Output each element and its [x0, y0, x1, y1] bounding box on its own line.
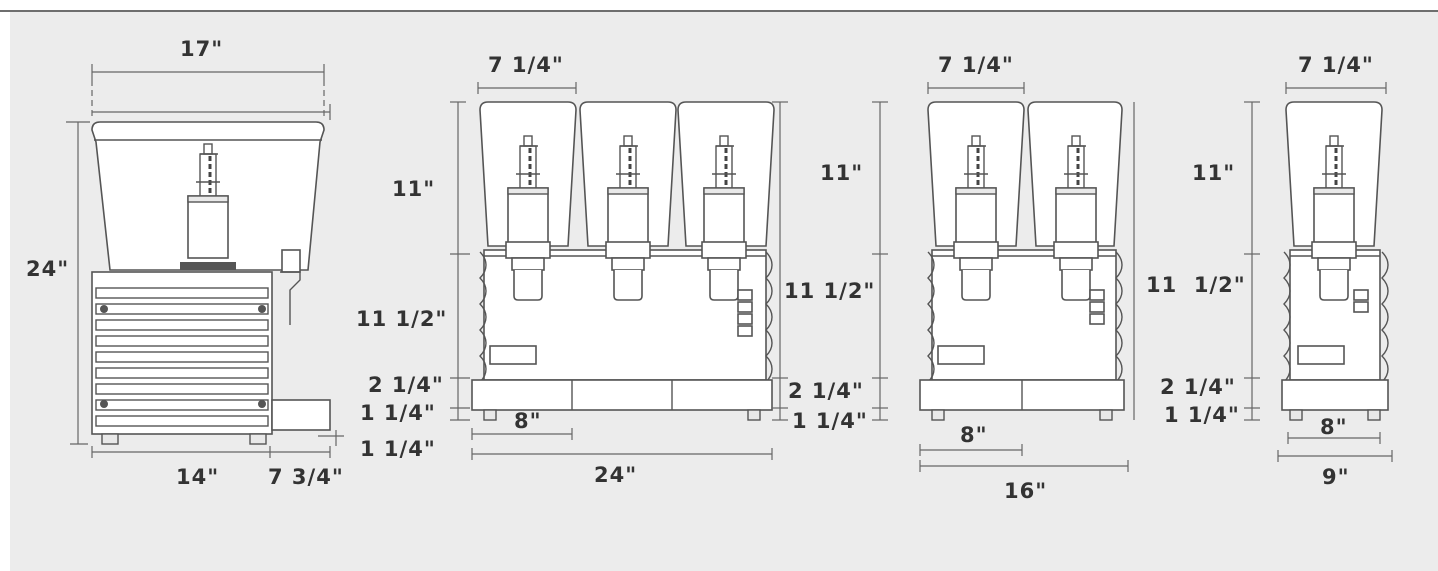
small-total-width-label: 9" — [1322, 465, 1350, 489]
single-top-width-label: 17" — [180, 37, 223, 61]
small-foot-spacing-label: 8" — [1320, 415, 1348, 439]
small-unit-front-view — [1244, 82, 1393, 462]
triple-feet-height-label: 1 1/4" — [360, 401, 436, 425]
double-base-height-label: 2 1/4" — [788, 379, 864, 403]
top-rule — [0, 0, 1438, 10]
triple-bowl-width-label: 7 1/4" — [488, 53, 564, 77]
single-drip-tray-label: 7 3/4" — [268, 465, 344, 489]
triple-total-width-label: 24" — [594, 463, 637, 487]
triple-foot-spacing-label: 8" — [514, 409, 542, 433]
double-bowl-height-label: 11" — [820, 161, 863, 185]
small-base-height-label: 2 1/4" — [1160, 375, 1236, 399]
double-bowl-width-label: 7 1/4" — [938, 53, 1014, 77]
small-bowl-width-label: 7 1/4" — [1298, 53, 1374, 77]
single-unit-side-view — [66, 64, 344, 458]
double-feet-height-label: 1 1/4" — [792, 409, 868, 433]
double-foot-spacing-label: 8" — [960, 423, 988, 447]
single-base-width-label: 14" — [176, 465, 219, 489]
single-height-label: 24" — [26, 257, 69, 281]
small-body-height-label: 11 1/2" — [1146, 273, 1246, 297]
triple-base-height-label: 2 1/4" — [368, 373, 444, 397]
triple-unit-front-view — [450, 82, 788, 460]
small-bowl-height-label: 11" — [1192, 161, 1235, 185]
small-feet-height-label: 1 1/4" — [1164, 403, 1240, 427]
double-total-width-label: 16" — [1004, 479, 1047, 503]
triple-body-height-label: 11 1/2" — [356, 307, 447, 331]
double-body-height-label: 11 1/2" — [784, 279, 875, 303]
triple-bowl-height-label: 11" — [392, 177, 435, 201]
double-unit-front-view — [872, 82, 1135, 472]
single-drip-tray-height-label: 1 1/4" — [360, 437, 436, 461]
